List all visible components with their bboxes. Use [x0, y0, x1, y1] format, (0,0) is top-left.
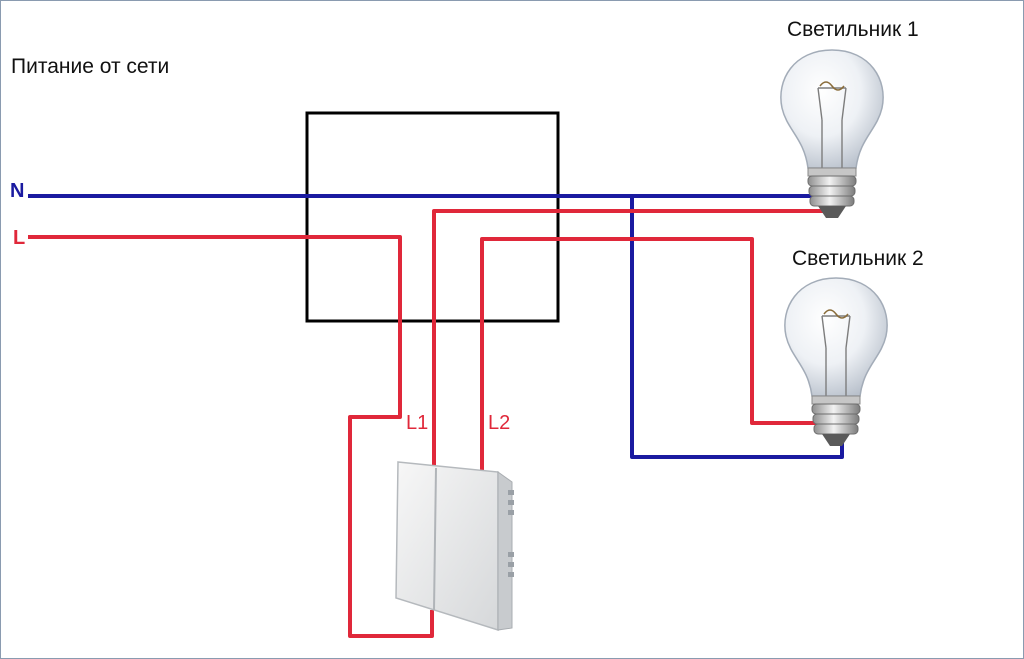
neutral-label: N	[10, 180, 25, 202]
line1-wire	[432, 209, 830, 470]
line2-label: L2	[488, 412, 511, 434]
line-wire	[28, 235, 434, 638]
lamp1-label: Светильник 1	[787, 18, 919, 41]
two-gang-switch-icon	[395, 461, 514, 632]
line2-wire	[480, 237, 830, 470]
line-label: L	[13, 227, 26, 249]
light-bulb-icon	[784, 277, 888, 446]
power-source-label: Питание от сети	[11, 55, 170, 78]
lamp2-label: Светильник 2	[792, 247, 924, 270]
light-bulb-icon	[780, 49, 884, 218]
line1-label: L1	[406, 412, 429, 434]
